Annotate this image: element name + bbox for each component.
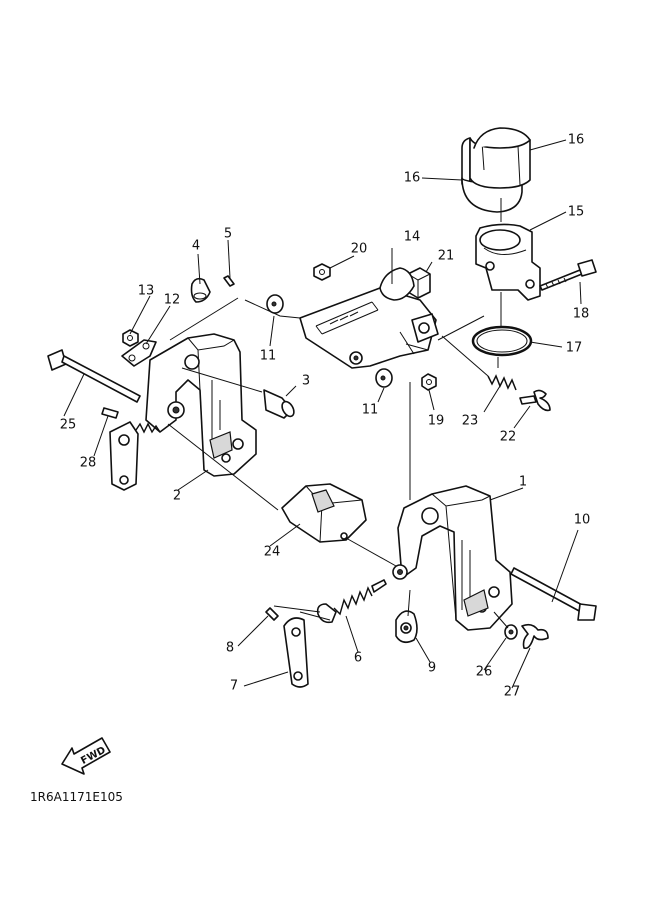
callout-12: 12 [164, 293, 181, 308]
part-19-nut [421, 373, 437, 391]
part-14-swivel-bracket [299, 267, 439, 369]
drawing-code: 1R6A1171E105 [30, 790, 123, 804]
callout-17: 17 [566, 341, 583, 356]
callout-18: 18 [573, 307, 590, 322]
callout-8: 8 [226, 641, 234, 656]
callout-leaders [63, 139, 582, 689]
callout-numbers: 16 16 15 17 18 14 20 21 11 11 19 23 22 4… [60, 133, 591, 700]
callout-21: 21 [438, 249, 455, 264]
part-11-washer-lower [375, 368, 393, 388]
callout-14: 14 [404, 230, 421, 245]
part-28-pin [101, 407, 119, 419]
part-25-bolt [47, 349, 141, 403]
callout-16b: 16 [404, 171, 421, 186]
callout-23: 23 [462, 414, 479, 429]
callout-26: 26 [476, 665, 493, 680]
part-6-rod [316, 579, 387, 624]
callout-27: 27 [504, 685, 521, 700]
part-15-clamp [475, 223, 541, 301]
part-8-pin [265, 607, 279, 621]
part-2-clamp-bracket [145, 333, 257, 477]
part-22-wing-bolt [519, 389, 551, 412]
part-18-bolt [539, 259, 597, 291]
callout-19: 19 [428, 414, 445, 429]
part-20-nut [313, 263, 331, 281]
callout-11b: 11 [362, 403, 379, 418]
callout-7: 7 [230, 679, 238, 694]
callout-22: 22 [500, 430, 517, 445]
callout-11a: 11 [260, 349, 277, 364]
callout-25: 25 [60, 418, 77, 433]
part-11-washer-upper [266, 294, 284, 314]
part-23-spring [487, 374, 517, 391]
callout-28: 28 [80, 456, 97, 471]
part-3-sleeve [263, 389, 295, 419]
part-24-thrust-block [281, 483, 367, 543]
callout-2: 2 [173, 489, 181, 504]
assembly-lines [167, 198, 509, 629]
callout-15: 15 [568, 205, 585, 220]
part-7-lever [283, 617, 309, 688]
callout-1: 1 [519, 475, 527, 490]
part-13-nut [122, 329, 139, 347]
part-12-plate [121, 339, 157, 367]
callout-20: 20 [351, 242, 368, 257]
part-5-pin [223, 275, 235, 287]
part-17-o-ring [471, 325, 533, 357]
callout-13: 13 [138, 284, 155, 299]
part-1-clamp-bracket [392, 485, 513, 631]
callout-24: 24 [264, 545, 281, 560]
callout-16a: 16 [568, 133, 585, 148]
part-4-cap [190, 277, 211, 303]
callout-6: 6 [354, 651, 362, 666]
callout-4: 4 [192, 239, 200, 254]
callout-5: 5 [224, 227, 232, 242]
callout-9: 9 [428, 661, 436, 676]
part-10-bolt [510, 567, 597, 621]
part-27-wing-nut [521, 623, 549, 650]
fwd-arrow-icon: FWD [61, 737, 111, 775]
part-26-washer [504, 624, 518, 640]
callout-3: 3 [302, 374, 310, 389]
part-16-sleeve [461, 127, 531, 213]
part-2-lever-plate [109, 421, 161, 491]
callout-10: 10 [574, 513, 591, 528]
part-9-pad [395, 610, 418, 644]
